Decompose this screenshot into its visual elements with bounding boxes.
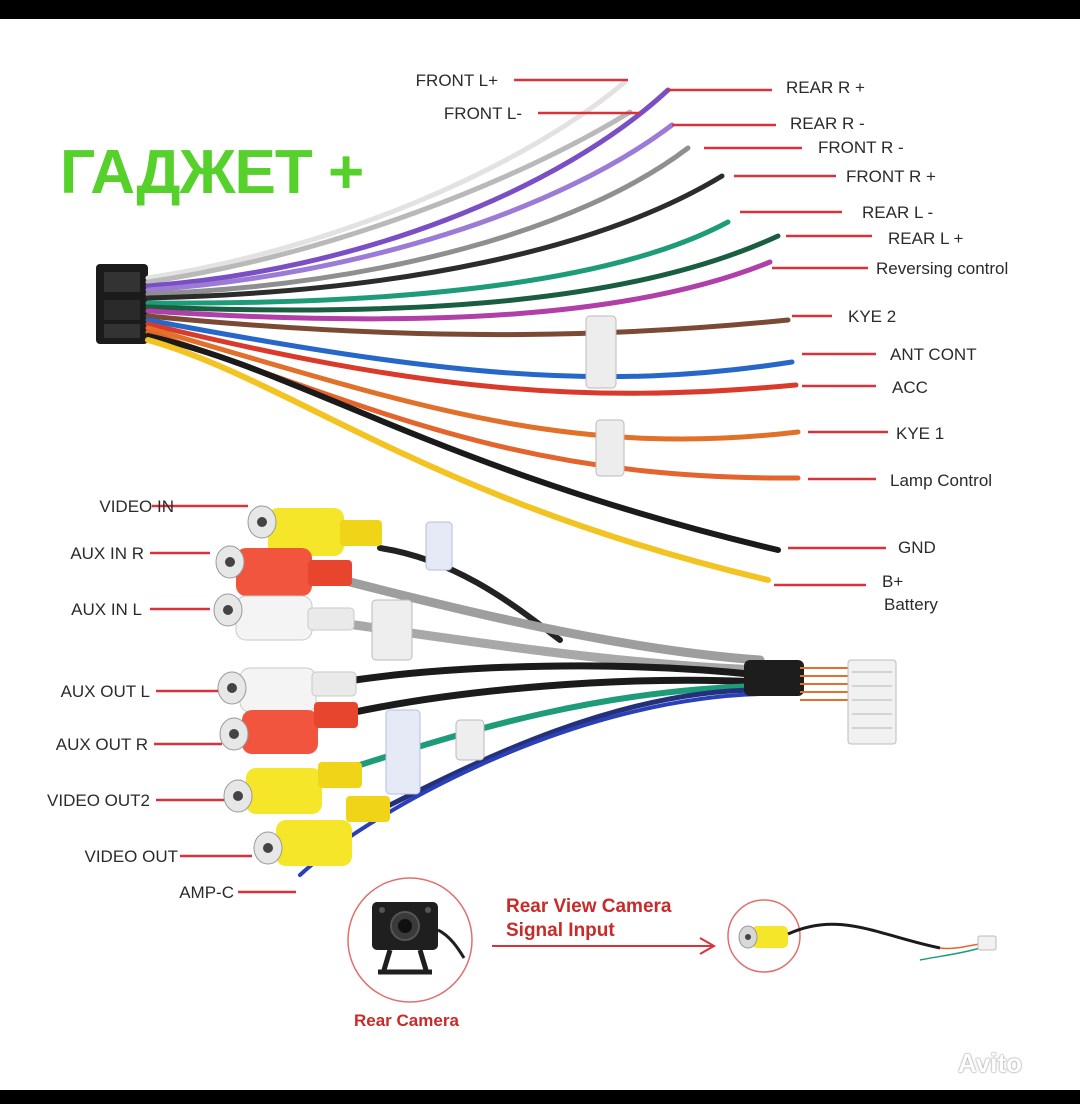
rca-multi-pin-connector [744, 659, 897, 745]
wire-tags [585, 315, 625, 477]
label-lamp-control: Lamp Control [890, 471, 992, 490]
label-ant-cont: ANT CONT [890, 345, 977, 364]
label-amp-c: AMP-C [179, 883, 234, 902]
label-aux-out-l: AUX OUT L [61, 682, 150, 701]
bottom-nav-bar [0, 1090, 1080, 1104]
label-video-in: VIDEO IN [99, 497, 174, 516]
leader-lines [150, 78, 888, 955]
label-front-l-plus: FRONT L+ [416, 71, 498, 90]
top-status-bar [0, 0, 1080, 19]
iso-harness-plug [96, 264, 148, 344]
label-acc: ACC [892, 378, 928, 397]
power-wires [145, 79, 801, 583]
rca-cable-tags [371, 521, 485, 795]
brand-logo-text: ГАДЖЕТ + [60, 138, 364, 207]
camera-title-line2: Signal Input [506, 920, 615, 941]
label-rear-r-minus: REAR R - [790, 114, 865, 133]
camera-label: Rear Camera [354, 1011, 459, 1030]
power-labels: FRONT L+ FRONT L- REAR R + REAR R - FRON… [416, 71, 1009, 614]
label-video-out: VIDEO OUT [84, 847, 178, 866]
rear-camera-section: Rear View Camera Signal Input Rear Camer… [347, 877, 997, 1030]
rca-plug-video-in [247, 505, 382, 556]
rca-plug-video-out [253, 796, 390, 866]
label-rear-l-plus: REAR L + [888, 229, 964, 248]
label-aux-in-r: AUX IN R [70, 544, 144, 563]
rca-plug-aux-in-r [215, 545, 352, 596]
rca-plug-aux-in-l [213, 593, 355, 641]
avito-watermark: Avito [958, 1048, 1023, 1078]
signal-rca-plug-icon [738, 925, 788, 949]
signal-cable [787, 922, 941, 950]
label-rear-l-minus: REAR L - [862, 203, 933, 222]
label-battery: Battery [884, 595, 938, 614]
rca-plug-aux-out-l [217, 667, 357, 713]
camera-title-line1: Rear View Camera [506, 896, 672, 917]
signal-pin-connector [977, 935, 997, 951]
rca-plug-aux-out-r [219, 702, 358, 754]
camera-icon [372, 902, 466, 975]
label-reversing-control: Reversing control [876, 259, 1008, 278]
label-front-r-minus: FRONT R - [818, 138, 904, 157]
label-b-plus: B+ [882, 572, 903, 591]
label-rear-r-plus: REAR R + [786, 78, 865, 97]
rca-plug-video-out2 [223, 762, 362, 814]
label-aux-in-l: AUX IN L [71, 600, 142, 619]
label-front-r-plus: FRONT R + [846, 167, 936, 186]
label-gnd: GND [898, 538, 936, 557]
rca-labels: VIDEO IN AUX IN R AUX IN L AUX OUT L AUX… [47, 497, 234, 902]
rca-cables [298, 545, 765, 877]
label-front-l-minus: FRONT L- [444, 104, 522, 123]
label-aux-out-r: AUX OUT R [56, 735, 148, 754]
label-kye-2: KYE 2 [848, 307, 896, 326]
label-kye-1: KYE 1 [896, 424, 944, 443]
label-video-out2: VIDEO OUT2 [47, 791, 150, 810]
